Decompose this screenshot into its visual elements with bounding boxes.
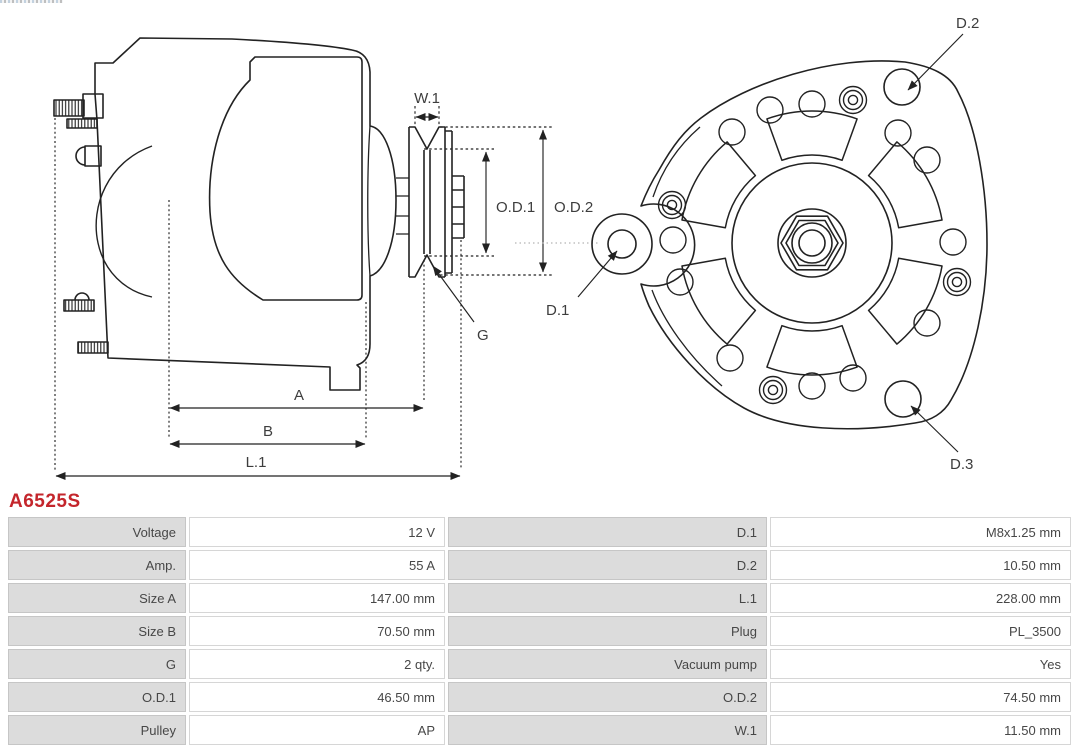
spec-value: 228.00 mm <box>770 583 1071 613</box>
rear-bracket-curve <box>95 145 153 298</box>
front-rim-line <box>651 289 723 387</box>
shaft-spline <box>452 175 465 239</box>
d1-leader <box>577 250 618 298</box>
side-body-right-edge <box>367 125 371 277</box>
spec-label: Pulley <box>8 715 186 745</box>
threaded-stud <box>77 341 109 354</box>
mount-hole-d3 <box>884 380 922 418</box>
spec-label: L.1 <box>448 583 767 613</box>
spec-value: PL_3500 <box>770 616 1071 646</box>
label-d2: D.2 <box>956 15 979 32</box>
side-body-outline <box>94 37 397 391</box>
spec-table-row: Size B 70.50 mm Plug PL_3500 <box>8 616 1071 646</box>
g-leader <box>432 265 475 323</box>
spec-value: 55 A <box>189 550 445 580</box>
front-rim-line <box>652 126 701 198</box>
spec-label: Amp. <box>8 550 186 580</box>
spec-table: Voltage 12 V D.1 M8x1.25 mm Amp. 55 A D.… <box>5 514 1074 748</box>
mount-ear <box>591 213 653 275</box>
d3-leader <box>910 405 959 453</box>
page-edge-strip <box>0 0 63 3</box>
terminal-knob <box>75 146 86 166</box>
label-b: B <box>263 423 273 440</box>
shaft-nut-hex-inner <box>785 219 839 267</box>
screw-head <box>838 85 868 115</box>
shaft-steps <box>396 177 409 235</box>
spec-value: 147.00 mm <box>189 583 445 613</box>
spec-value: 74.50 mm <box>770 682 1071 712</box>
threaded-stud <box>63 299 95 312</box>
label-w1: W.1 <box>414 90 440 107</box>
spec-table-row: Voltage 12 V D.1 M8x1.25 mm <box>8 517 1071 547</box>
spec-value: AP <box>189 715 445 745</box>
rear-block <box>82 93 104 119</box>
spec-label: W.1 <box>448 715 767 745</box>
spec-value: 12 V <box>189 517 445 547</box>
spec-label: G <box>8 649 186 679</box>
spec-label: Voltage <box>8 517 186 547</box>
spec-value: 2 qty. <box>189 649 445 679</box>
side-view <box>53 37 465 391</box>
vent-slots <box>674 110 950 376</box>
label-d1: D.1 <box>546 302 569 319</box>
shaft-nut-hex <box>780 215 844 271</box>
spec-label: Size A <box>8 583 186 613</box>
d2-leader <box>907 33 964 91</box>
spec-table-row: G 2 qty. Vacuum pump Yes <box>8 649 1071 679</box>
spec-table-body: Voltage 12 V D.1 M8x1.25 mm Amp. 55 A D.… <box>8 517 1071 745</box>
part-number: A6525S <box>9 491 81 512</box>
spec-table-row: Amp. 55 A D.2 10.50 mm <box>8 550 1071 580</box>
spec-label: Vacuum pump <box>448 649 767 679</box>
rotor-circle <box>731 162 893 324</box>
screw-head <box>657 190 687 220</box>
front-housing-outline <box>640 60 988 430</box>
terminal-block <box>84 145 102 167</box>
front-view-leaders <box>577 33 964 453</box>
shaft-center-hole <box>798 229 826 257</box>
spec-value: 10.50 mm <box>770 550 1071 580</box>
pulley-end-washer <box>445 130 453 274</box>
spec-table-row: Size A 147.00 mm L.1 228.00 mm <box>8 583 1071 613</box>
side-view-dimensions <box>54 106 598 481</box>
label-g: G <box>477 327 489 344</box>
spec-value: 70.50 mm <box>189 616 445 646</box>
spec-value: 46.50 mm <box>189 682 445 712</box>
shaft-circle <box>791 222 833 264</box>
label-l1: L.1 <box>246 454 267 471</box>
hub-outer <box>777 208 847 278</box>
threaded-stud <box>66 118 98 129</box>
stud-bump <box>74 292 90 301</box>
spec-label: O.D.1 <box>8 682 186 712</box>
side-window-outline <box>208 56 363 301</box>
spec-label: Size B <box>8 616 186 646</box>
spec-label: Plug <box>448 616 767 646</box>
spec-label: D.2 <box>448 550 767 580</box>
pulley <box>408 126 446 278</box>
front-view <box>591 60 988 430</box>
label-od2: O.D.2 <box>554 199 593 216</box>
spec-value: M8x1.25 mm <box>770 517 1071 547</box>
mount-hole-d2 <box>883 68 921 106</box>
threaded-stud <box>53 99 85 117</box>
spec-table-row: Pulley AP W.1 11.50 mm <box>8 715 1071 745</box>
screw-head <box>942 267 972 297</box>
label-a: A <box>294 387 304 404</box>
screw-head <box>758 375 788 405</box>
spec-label: O.D.2 <box>448 682 767 712</box>
label-d3: D.3 <box>950 456 973 473</box>
mount-ear-hole-d1 <box>607 229 637 259</box>
spec-value: 11.50 mm <box>770 715 1071 745</box>
alternator-technical-drawing: W.1 O.D.1 O.D.2 G A B L.1 D.1 D.2 D.3 <box>53 15 988 481</box>
spec-label: D.1 <box>448 517 767 547</box>
spec-table-row: O.D.1 46.50 mm O.D.2 74.50 mm <box>8 682 1071 712</box>
housing-holes <box>659 90 967 400</box>
label-od1: O.D.1 <box>496 199 535 216</box>
spec-value: Yes <box>770 649 1071 679</box>
